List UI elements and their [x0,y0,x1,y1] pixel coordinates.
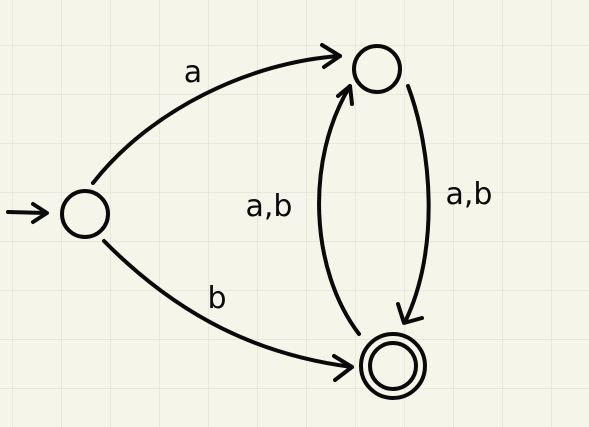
state-s2-accepting [359,332,427,400]
start-arrow [6,202,49,224]
state-s0 [60,189,110,239]
transition-s0-s2 [102,239,354,382]
transition-s1-s2 [396,84,431,325]
label-transition-s0-s1: a [184,55,202,90]
state-s1 [352,44,402,94]
label-transition-s1-s2: a,b [446,177,493,212]
label-transition-s2-s1: a,b [246,189,293,224]
label-transition-s0-s2: b [207,281,226,316]
transition-s2-s1 [317,84,361,336]
transition-s0-s1 [91,43,342,185]
